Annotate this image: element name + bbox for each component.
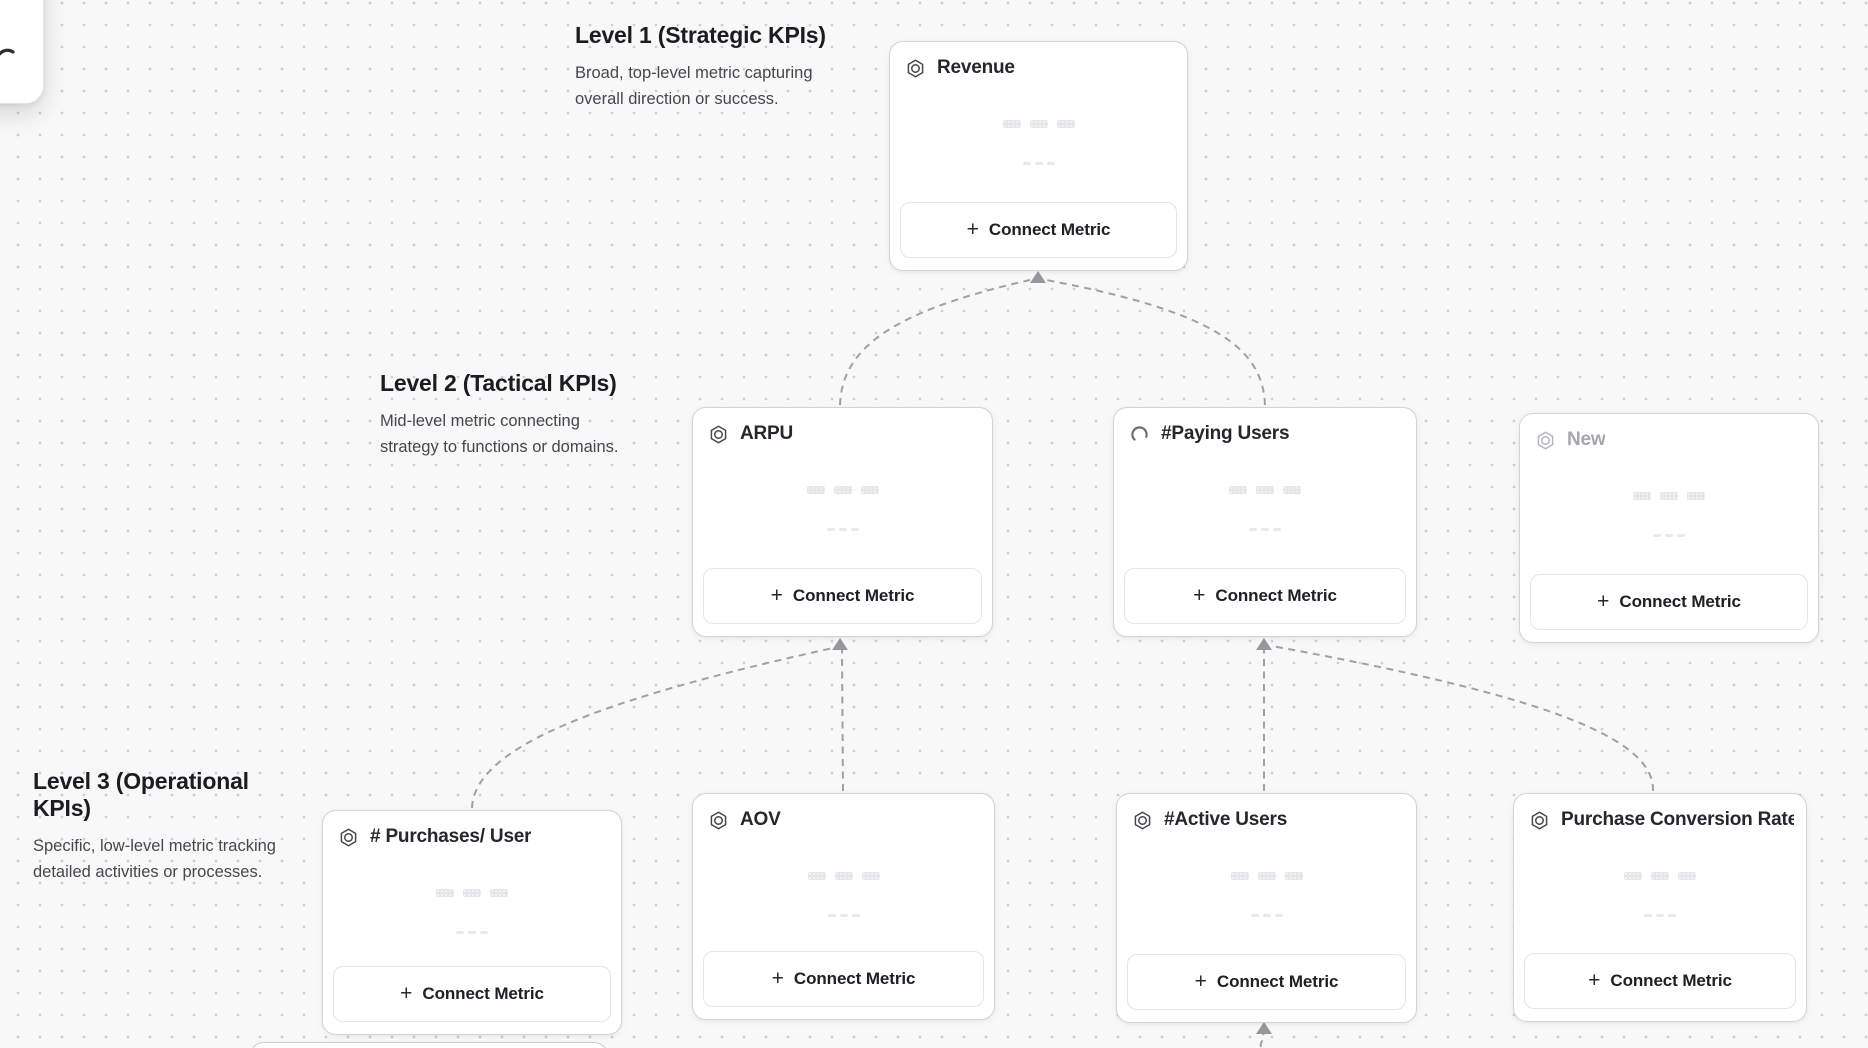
skeleton-row-small [1117,914,1416,917]
card-title: # Purchases/ User [370,826,532,847]
skeleton-row-small [323,931,621,934]
hexagon-icon [1535,430,1556,451]
card-header: #Active Users [1132,809,1404,831]
metric-card-purchase-conversion-rate[interactable]: Purchase Conversion Rate + Connect Metri… [1513,793,1807,1022]
edge-paying-revenue [1045,279,1266,406]
skeleton-row [693,872,994,880]
metric-card-revenue[interactable]: Revenue + Connect Metric [889,41,1188,271]
plus-icon: + [400,981,413,1005]
metric-card-active-users[interactable]: #Active Users + Connect Metric [1116,793,1417,1023]
connect-metric-button[interactable]: + Connect Metric [703,951,984,1007]
arrowhead-arpu [832,638,848,650]
metric-card-purchases-per-user[interactable]: # Purchases/ User + Connect Metric [322,810,622,1035]
connect-metric-button[interactable]: + Connect Metric [1124,568,1406,624]
skeleton-row-small [890,162,1187,165]
hexagon-icon [708,810,729,831]
level-1-label: Level 1 (Strategic KPIs) Broad, top-leve… [575,22,843,112]
plus-icon: + [1194,969,1207,993]
level-2-label: Level 2 (Tactical KPIs) Mid-level metric… [380,370,642,460]
hexagon-icon [708,424,729,445]
edge-offscreen-active [1259,1033,1265,1048]
card-title: New [1567,429,1606,450]
connect-metric-button[interactable]: + Connect Metric [900,202,1177,258]
connect-metric-button[interactable]: + Connect Metric [1524,953,1796,1009]
hexagon-icon [905,58,926,79]
metric-card-partial-bottom[interactable] [250,1042,608,1048]
curved-arrow-icon [0,48,15,56]
plus-icon: + [770,583,783,607]
skeleton-row [1117,872,1416,880]
card-title: Purchase Conversion Rate [1561,809,1794,830]
card-title: Revenue [937,57,1015,78]
level-3-label: Level 3 (Operational KPIs) Specific, low… [33,768,311,885]
connect-metric-button[interactable]: + Connect Metric [1530,574,1808,630]
edge-pcr-paying [1271,645,1655,792]
hexagon-icon [1529,810,1550,831]
level-2-description: Mid-level metric connecting strategy to … [380,412,619,456]
level-2-title: Level 2 (Tactical KPIs) [380,370,617,396]
card-header: #Paying Users [1129,423,1404,445]
card-header: Purchase Conversion Rate [1529,809,1794,831]
skeleton-row [693,486,992,494]
edge-purchases-arpu [471,647,834,809]
level-3-title: Level 3 (Operational KPIs) [33,768,249,821]
skeleton-row-small [693,528,992,531]
connect-metric-button[interactable]: + Connect Metric [333,966,611,1022]
edge-aov-arpu [841,647,844,792]
card-title: ARPU [740,423,794,444]
floating-toolbar-panel[interactable] [0,0,44,104]
skeleton-row [1114,486,1416,494]
arrowhead-active [1256,1022,1272,1034]
metric-card-aov[interactable]: AOV + Connect Metric [692,793,995,1020]
hexagon-icon [338,827,359,848]
card-title: #Paying Users [1161,423,1290,444]
skeleton-row-small [1520,534,1818,537]
skeleton-row-small [1114,528,1416,531]
level-3-description: Specific, low-level metric tracking deta… [33,837,276,881]
plus-icon: + [1588,968,1601,992]
card-header: Revenue [905,57,1175,79]
card-header: # Purchases/ User [338,826,609,848]
card-title: #Active Users [1164,809,1288,830]
card-header: New [1535,429,1806,451]
card-title: AOV [740,809,781,830]
skeleton-row-small [693,914,994,917]
skeleton-row [1520,492,1818,500]
skeleton-row [890,120,1187,128]
plus-icon: + [1193,583,1206,607]
connect-metric-button[interactable]: + Connect Metric [1127,954,1406,1010]
connect-metric-button[interactable]: + Connect Metric [703,568,982,624]
card-header: AOV [708,809,982,831]
metric-card-new[interactable]: New + Connect Metric [1519,413,1819,643]
skeleton-row-small [1514,914,1806,917]
spinner-icon [1129,424,1150,445]
level-1-description: Broad, top-level metric capturing overal… [575,64,813,108]
arrowhead-revenue [1030,271,1046,283]
arrowhead-paying [1256,638,1272,650]
skeleton-row [1514,872,1806,880]
hexagon-icon [1132,810,1153,831]
skeleton-row [323,889,621,897]
plus-icon: + [771,966,784,990]
metric-card-arpu[interactable]: ARPU + Connect Metric [692,407,993,637]
metric-card-paying-users[interactable]: #Paying Users + Connect Metric [1113,407,1417,637]
level-1-title: Level 1 (Strategic KPIs) [575,22,826,48]
plus-icon: + [966,217,979,241]
card-header: ARPU [708,423,980,445]
edge-arpu-revenue [839,279,1031,406]
plus-icon: + [1597,589,1610,613]
